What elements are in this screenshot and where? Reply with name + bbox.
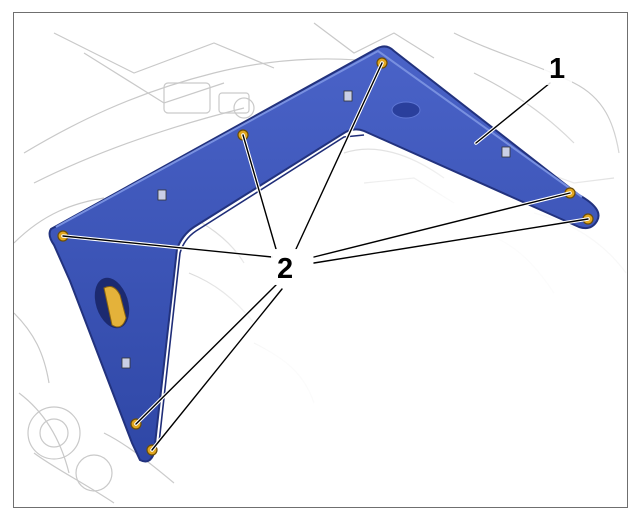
- callout-label-2: 2: [277, 253, 293, 285]
- callout-label-1: 1: [549, 53, 565, 85]
- bracket-illustration: 1 2: [14, 13, 627, 507]
- leader-lines-1: [474, 81, 552, 145]
- blue-bracket: [48, 45, 600, 463]
- figure-frame: 1 2: [13, 12, 628, 508]
- callout-labels: 1 2: [271, 51, 572, 285]
- leader-lines-2: [61, 61, 590, 452]
